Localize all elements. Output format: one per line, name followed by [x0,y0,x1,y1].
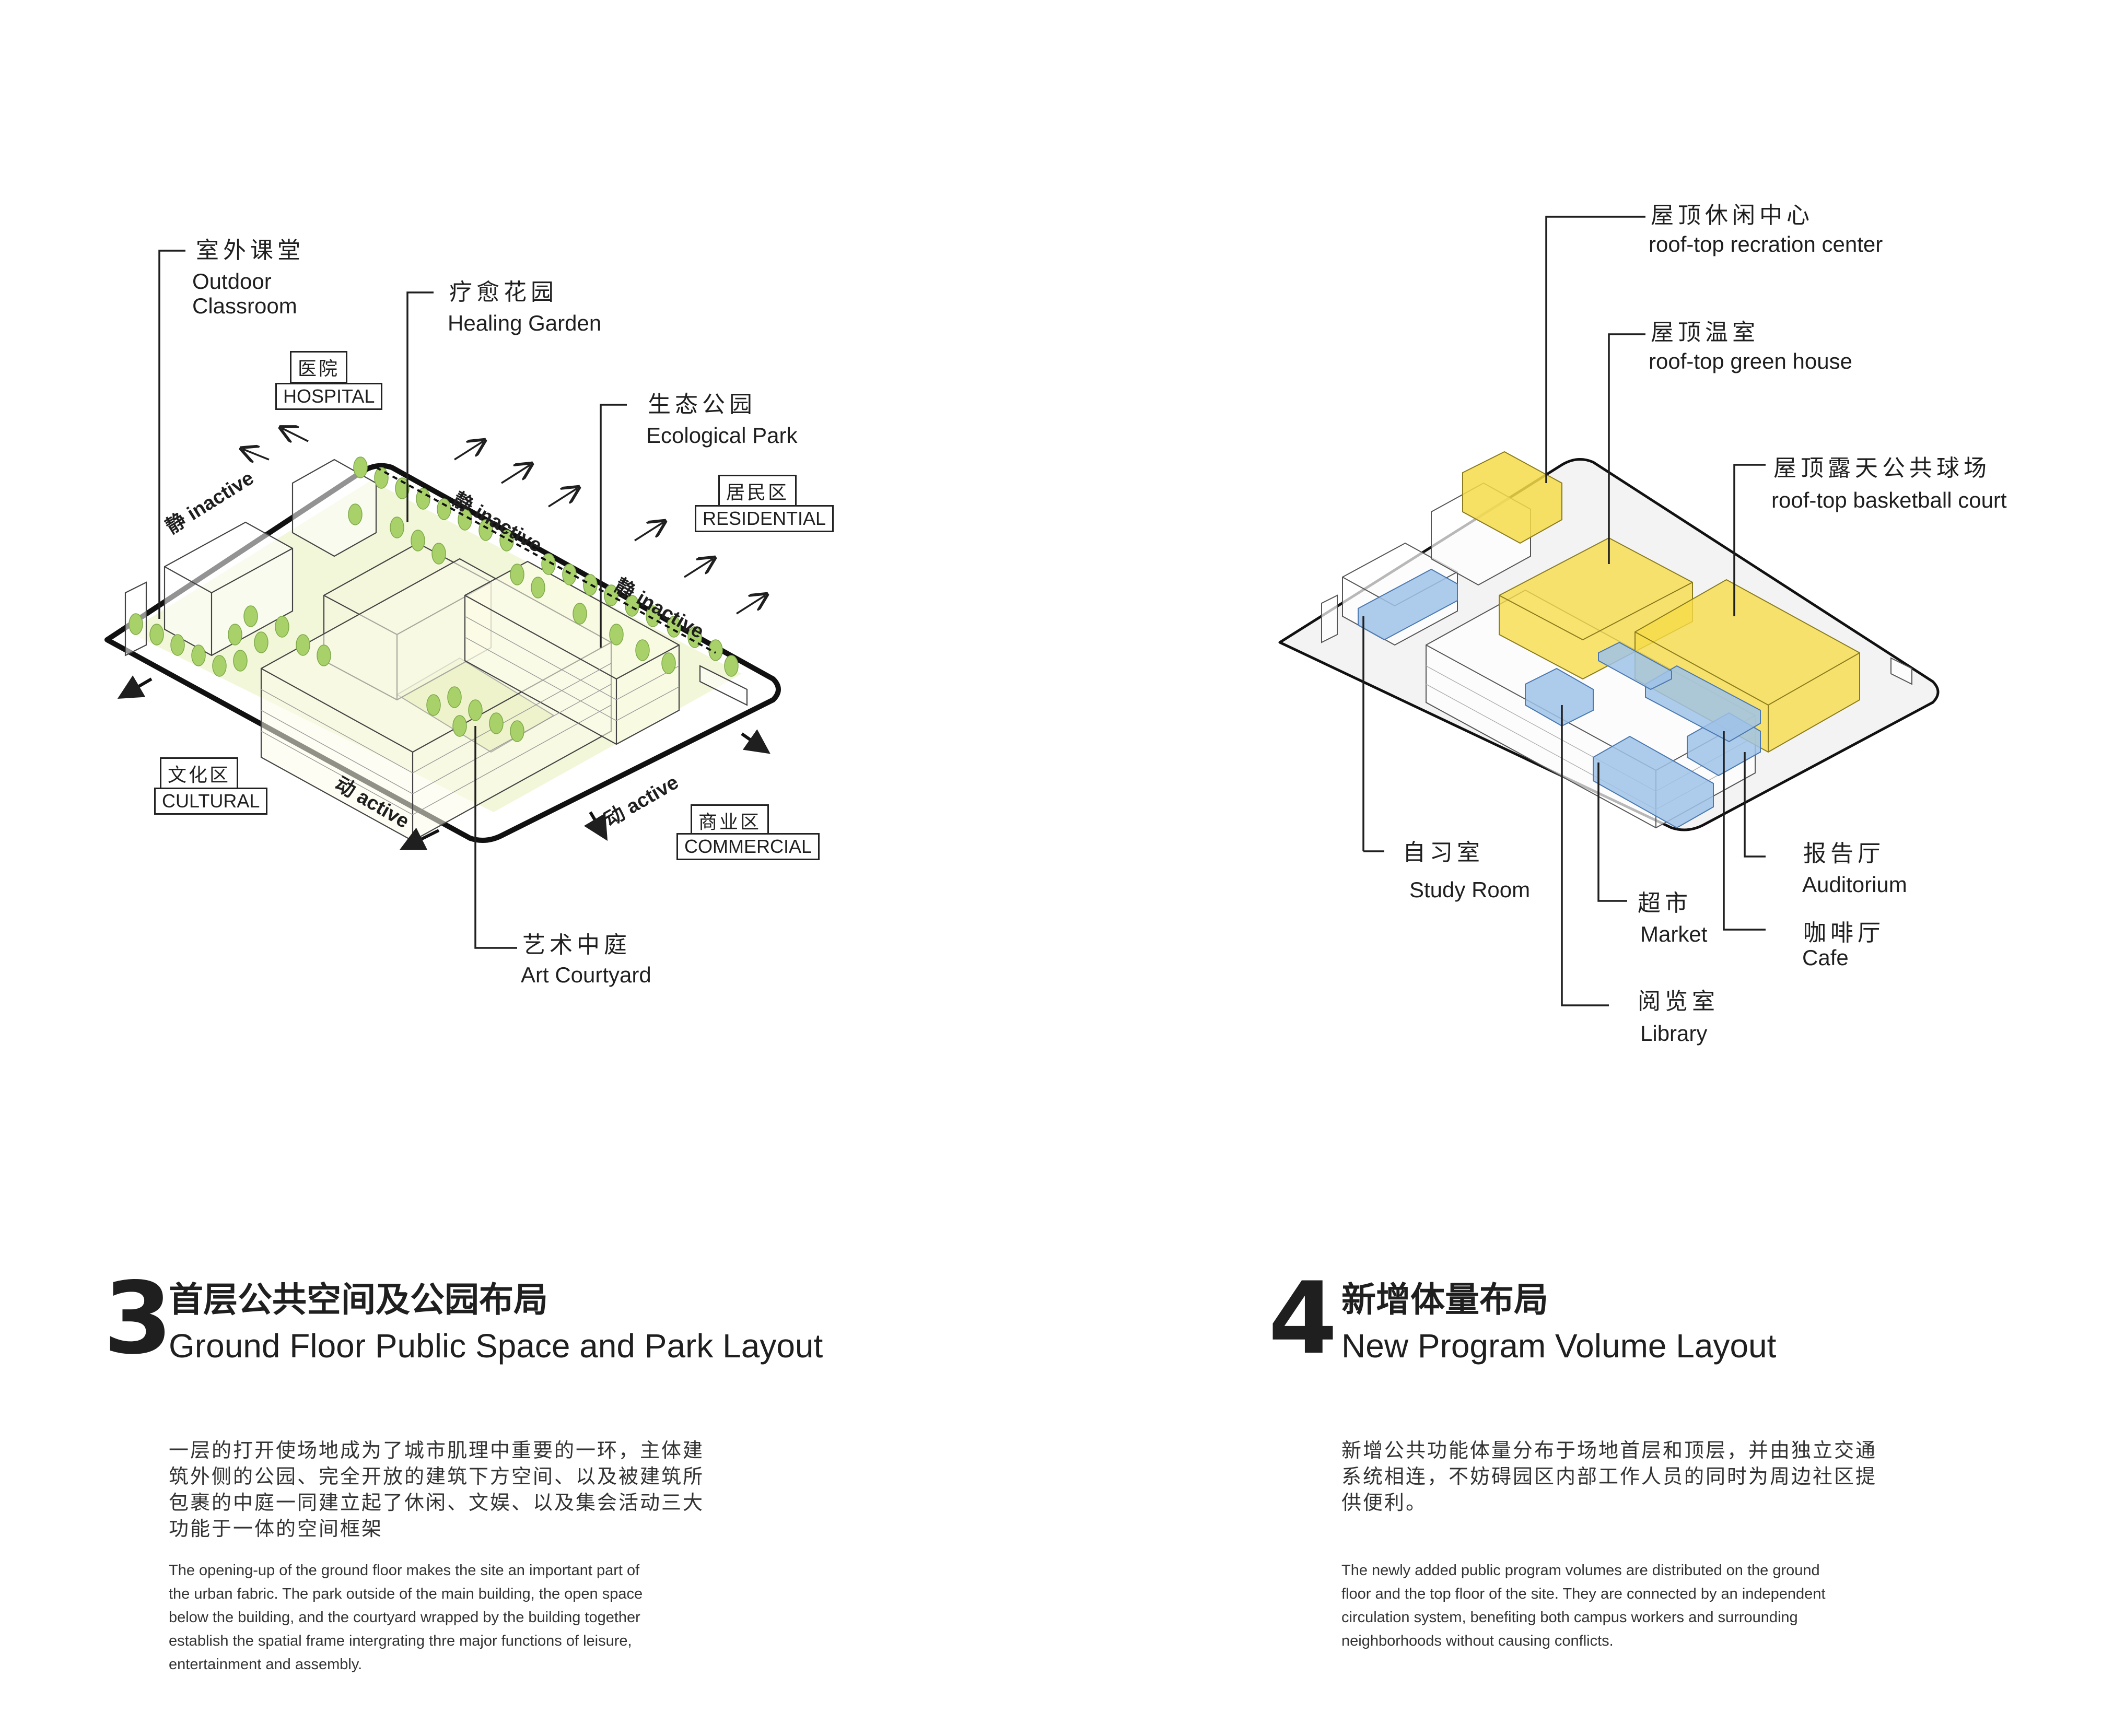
label-rooftop-recreation-en: roof-top recration center [1649,232,1883,256]
label-library-cn: 阅览室 [1638,988,1719,1015]
section-4-body-en: The newly added public program volumes a… [1341,1562,1826,1649]
section-4-number: 4 [1268,1261,1337,1376]
label-library-en: Library [1640,1021,1708,1046]
label-ecological-park-cn: 生态公园 [648,391,756,418]
label-healing-garden-en: Healing Garden [448,311,602,335]
leader-rooftop-basketball [1733,464,1766,616]
label-rooftop-greenhouse-en: roof-top green house [1649,349,1852,373]
leader-cafe [1723,731,1766,931]
section-3-body-en: The opening-up of the ground floor makes… [169,1562,643,1673]
label-auditorium-cn: 报告厅 [1803,840,1885,867]
cafe-volume [1645,665,1761,743]
label-study-room-cn: 自习室 [1403,839,1484,866]
section-3-title-en: Ground Floor Public Space and Park Layou… [169,1327,823,1365]
label-art-courtyard-cn: 艺术中庭 [522,932,631,958]
label-outdoor-classroom-cn: 室外课堂 [196,237,305,264]
zone-cultural-en: CULTURAL [154,788,268,815]
zone-residential-en: RESIDENTIAL [695,505,834,532]
leader-library [1561,705,1609,1006]
label-cafe-en: Cafe [1802,945,1849,970]
library-volume [1525,667,1594,727]
label-outdoor-classroom-en: Outdoor Classroom [192,269,297,319]
leader-ecological-park [600,404,627,648]
section-4-title-cn: 新增体量布局 [1341,1280,1548,1320]
zone-hospital-en: HOSPITAL [275,383,383,410]
trees [129,456,739,742]
label-market-en: Market [1640,922,1708,946]
section-3-body-cn: 一层的打开使场地成为了城市肌理中重要的一环，主体建 筑外侧的公园、完全开放的建筑… [169,1439,705,1540]
leader-outdoor-classroom [158,250,185,619]
leader-rooftop-greenhouse [1608,333,1645,564]
zone-commercial-en: COMMERCIAL [676,833,820,860]
label-healing-garden-cn: 疗愈花园 [449,279,558,306]
section-4-body-cn: 新增公共功能体量分布于场地首层和顶层，并由独立交通 系统相连，不妨碍园区内部工作… [1341,1439,1877,1514]
building-volumes [124,459,748,842]
label-rooftop-greenhouse-cn: 屋顶温室 [1651,319,1759,346]
label-cafe-cn: 咖啡厅 [1803,920,1885,946]
label-auditorium-en: Auditorium [1802,872,1907,897]
leader-market [1597,763,1627,902]
section-3-number: 3 [103,1261,172,1376]
study-room-volume [1358,568,1458,641]
label-rooftop-basketball-cn: 屋顶露天公共球场 [1773,455,1991,482]
rooftop-recreation-volume [1462,451,1562,544]
leader-rooftop-recreation [1545,216,1645,483]
zone-hospital-cn: 医院 [290,351,348,383]
label-study-room-en: Study Room [1409,877,1531,902]
leader-art-courtyard [474,726,517,949]
leader-healing-garden [406,291,434,522]
leader-auditorium [1744,752,1766,858]
section-3-title-cn: 首层公共空间及公园布局 [169,1280,548,1320]
label-market-cn: 超市 [1638,890,1692,917]
label-rooftop-basketball-en: roof-top basketball court [1771,488,2007,512]
section-4-title-en: New Program Volume Layout [1341,1327,1777,1365]
label-art-courtyard-en: Art Courtyard [521,963,651,987]
label-rooftop-recreation-cn: 屋顶休闲中心 [1651,202,1814,229]
market-volume [1593,735,1714,829]
label-ecological-park-en: Ecological Park [646,423,798,448]
